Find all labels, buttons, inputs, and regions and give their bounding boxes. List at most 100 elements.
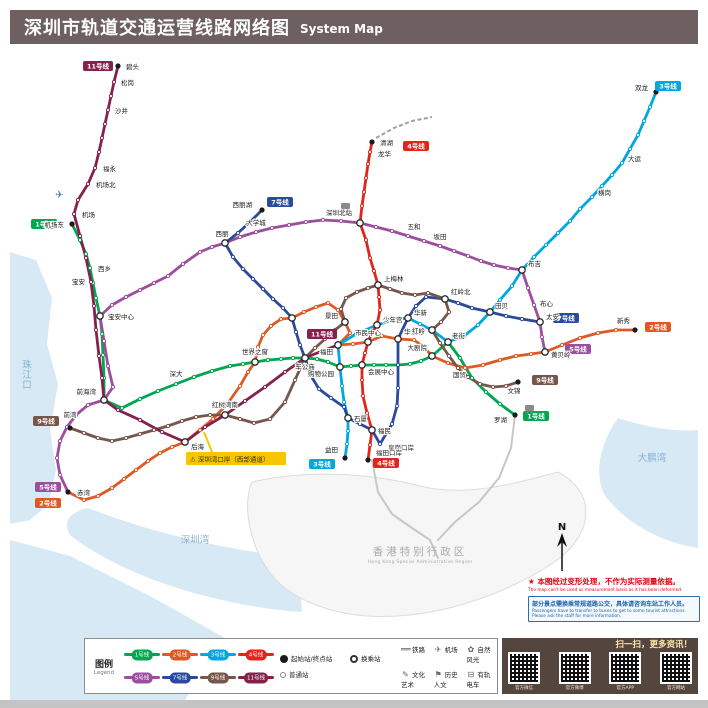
terminal-station [69, 221, 75, 227]
station-dot [193, 414, 199, 420]
station-label: 罗湖 [494, 415, 508, 424]
station-label: 西乡 [98, 265, 111, 273]
legend-terminal-item: 起始站/终点站 [280, 653, 350, 663]
station-dot [159, 429, 165, 435]
station-dot [347, 330, 353, 336]
station-dot [399, 290, 405, 296]
legend-station-types: 起始站/终点站 换乘站 普通站 [280, 653, 396, 679]
station-dot [457, 355, 463, 361]
station-label: 世界之窗 [242, 347, 268, 356]
station-dot [505, 265, 511, 271]
station-dot [269, 225, 275, 231]
interchange-station [221, 239, 229, 247]
station-dot [268, 323, 274, 329]
station-dot [354, 289, 360, 295]
station-dot [54, 455, 60, 461]
page-title: 深圳市轨道交通运营线路网络图 [24, 18, 290, 39]
station-label: 龙华 [378, 149, 392, 158]
legend-poi-label: 铁路 [412, 645, 425, 654]
station-dot [359, 377, 365, 383]
qr-headline: 扫一扫，更多资讯！ [615, 640, 692, 650]
legend-poi-railway: ══铁路 [401, 644, 427, 664]
station-dot [364, 410, 370, 416]
interchange-station [428, 326, 436, 334]
station-dot [490, 384, 496, 390]
station-dot [81, 497, 87, 503]
station-label: 太安 [546, 312, 560, 321]
station-dot [451, 248, 457, 254]
station-label: 横岗 [598, 188, 611, 197]
interchange-station [518, 266, 526, 274]
station-label: 清湖 [380, 138, 394, 147]
nature-icon: ✿ [467, 644, 475, 654]
station-dot [99, 331, 105, 337]
interchange-station [221, 411, 229, 419]
station-label: 前海湾 [77, 387, 97, 396]
station-label: 西丽 [216, 230, 230, 238]
station-dot [480, 362, 486, 368]
line-badge-label: 2号线 [39, 499, 57, 508]
station-dot [320, 217, 326, 223]
station-dot [278, 356, 284, 362]
station-dot [437, 340, 443, 346]
transfer-tip-zh: 部分景点需换乘常规道路公交，具体请咨询车站工作人员。 [532, 601, 689, 608]
station-dot [437, 243, 443, 249]
station-dot [503, 313, 509, 319]
tram-line [375, 116, 433, 139]
line-badge-2 [35, 498, 61, 508]
legend-poi-tram: ⊟有轨电车 [466, 669, 492, 689]
legend-line-label: 1号线 [131, 649, 153, 660]
hong-kong-label-zh: 香港特别行政区 [372, 546, 468, 558]
legend-poi-label: 机场 [444, 645, 458, 654]
interchange-station [486, 308, 494, 316]
interchange-station [336, 363, 344, 371]
station-dot [359, 203, 365, 209]
station-dot [209, 244, 215, 250]
interchange-station [441, 295, 449, 303]
station-dot [395, 362, 401, 368]
station-dot [83, 255, 89, 261]
station-dot [360, 393, 366, 399]
station-dot [92, 165, 98, 171]
line-badge-5 [565, 344, 591, 354]
station-label: 市民中心 [355, 328, 382, 337]
station-dot [99, 375, 105, 381]
line-badge-1 [523, 411, 549, 421]
terminal-station [515, 379, 521, 385]
terminal-station [115, 63, 121, 69]
station-dot [338, 218, 344, 224]
station-dot [421, 344, 427, 350]
station-dot [325, 300, 331, 306]
line-badge-label: 5号线 [569, 345, 587, 354]
legend-interchange-item: 换乘站 [350, 653, 396, 663]
interchange-station [444, 338, 452, 346]
station-dot [465, 253, 471, 259]
station-dot [151, 427, 157, 433]
station-dot [108, 93, 114, 99]
station-dot [319, 348, 325, 354]
station-label: 布吉 [528, 259, 542, 268]
station-dot [262, 384, 268, 390]
culture-icon: ✎ [402, 669, 409, 679]
port-notice-label: ⚠ 深圳湾口岸（西部通道） [190, 455, 269, 464]
station-dot [96, 353, 102, 359]
station-label: 石厦 [354, 415, 368, 423]
port-notice [186, 452, 286, 465]
interchange-station [536, 318, 544, 326]
interchange-station [334, 341, 342, 349]
station-dot [413, 303, 419, 309]
line-badge-11 [307, 329, 337, 339]
station-dot [421, 238, 427, 244]
station-dot [389, 317, 395, 323]
station-dot [133, 467, 139, 473]
legend-line-4: 4号线 [237, 643, 275, 666]
station-dot [491, 262, 497, 268]
station-label: 大剧院 [408, 343, 428, 352]
station-label: 红树湾南 [212, 400, 239, 409]
station-dot [137, 396, 143, 402]
tram-icon: ⊟ [467, 669, 475, 679]
station-dot [237, 383, 243, 389]
station-dot [595, 330, 601, 336]
legend-title-en: Legend [93, 669, 115, 676]
